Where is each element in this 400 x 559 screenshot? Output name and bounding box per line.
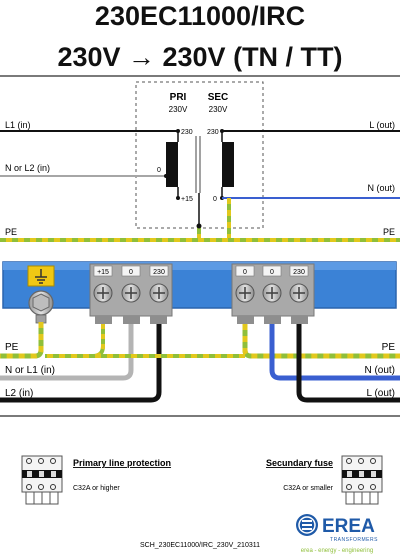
pri-tap-230: 230 bbox=[181, 129, 193, 136]
primary-protection-title: Primary line protection bbox=[73, 458, 171, 468]
fuse-breaker-icon bbox=[341, 455, 383, 505]
sec-tap-230: 230 bbox=[207, 129, 219, 136]
circuit-breaker-icon bbox=[21, 455, 63, 505]
footer: SCH_230EC11000/IRC_230V_210311 EREA TRAN… bbox=[140, 514, 378, 554]
protection-section: Primary line protection C32A or higher bbox=[21, 455, 383, 505]
terminal-block-diagram: +15 0 230 0 0 230 bbox=[0, 261, 400, 403]
n-l1-in-label: N or L1 (in) bbox=[5, 365, 55, 376]
terminal-label: 0 bbox=[129, 269, 133, 276]
secondary-fuse-title: Secundary fuse bbox=[266, 458, 333, 468]
l1-in-label: L1 (in) bbox=[5, 120, 31, 130]
l2-in-wire bbox=[0, 324, 162, 403]
n-pe-bond bbox=[227, 198, 231, 240]
voltage-subtitle: 230V → 230V (TN / TT) bbox=[57, 42, 343, 72]
n-l1-in-wire bbox=[0, 324, 134, 381]
header-divider bbox=[0, 75, 400, 77]
pri-tap-15: +15 bbox=[181, 196, 193, 203]
model-title: 230EC11000/IRC bbox=[94, 1, 306, 31]
logo-subtitle: TRANSFORMERS bbox=[330, 537, 378, 543]
sec-voltage: 230V bbox=[209, 105, 228, 114]
pri-label: PRI bbox=[170, 92, 187, 103]
pri-voltage: 230V bbox=[169, 105, 188, 114]
pri-tap-0: 0 bbox=[157, 167, 161, 174]
l-out-label: L (out) bbox=[369, 120, 395, 130]
n-l2-in-label: N or L2 (in) bbox=[5, 163, 50, 173]
section-divider bbox=[0, 415, 400, 417]
n-out-label: N (out) bbox=[367, 183, 395, 193]
sec-tap-0: 0 bbox=[213, 196, 217, 203]
sec-label: SEC bbox=[208, 92, 229, 103]
l2-in-label: L2 (in) bbox=[5, 388, 33, 399]
earth-symbol-icon bbox=[35, 269, 47, 284]
tagline: erea - energy - engineering bbox=[301, 548, 373, 554]
terminal-label: 230 bbox=[153, 269, 165, 276]
secondary-coil bbox=[222, 142, 234, 187]
document-code: SCH_230EC11000/IRC_230V_210311 bbox=[140, 542, 260, 549]
terminal-label: 0 bbox=[243, 269, 247, 276]
schematic: PRI 230V SEC 230V L1 (in) N or L2 (in) 2… bbox=[0, 81, 400, 242]
pe-left-label: PE bbox=[5, 227, 17, 237]
pe-bus bbox=[0, 238, 400, 242]
terminal-label: 230 bbox=[293, 269, 305, 276]
pe-in-label: PE bbox=[5, 342, 19, 353]
erea-logo: EREA TRANSFORMERS bbox=[296, 514, 378, 543]
secondary-fuse-rating: C32A or smaller bbox=[283, 485, 333, 492]
terminal-label: +15 bbox=[97, 269, 109, 276]
primary-coil bbox=[166, 142, 178, 187]
terminal-label: 0 bbox=[270, 269, 274, 276]
logo-wordmark: EREA bbox=[322, 516, 375, 537]
pe-jumper-left bbox=[45, 324, 105, 358]
n-out-wire-2 bbox=[269, 324, 400, 381]
n-out-label-2: N (out) bbox=[364, 365, 395, 376]
l-out-wire-2 bbox=[296, 324, 400, 403]
pe-out-label: PE bbox=[382, 342, 396, 353]
l-out-label-2: L (out) bbox=[366, 388, 395, 399]
pe-right-label: PE bbox=[383, 227, 395, 237]
primary-protection-rating: C32A or higher bbox=[73, 485, 120, 492]
pe-out-wire bbox=[242, 324, 400, 359]
